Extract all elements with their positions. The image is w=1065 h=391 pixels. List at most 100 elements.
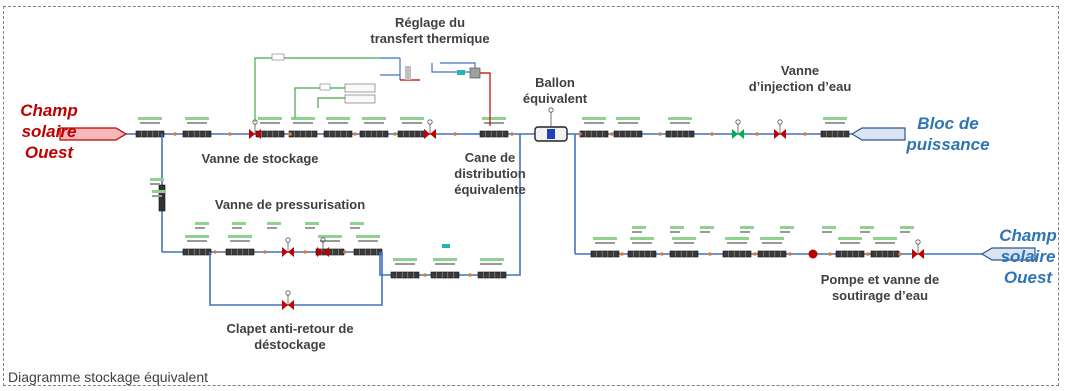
- junction-dot: [708, 252, 712, 256]
- annotation-tag: [670, 226, 684, 229]
- junction-dot: [213, 250, 217, 254]
- pressurisation-valve-label: Vanne de pressurisation: [214, 197, 366, 212]
- check-valve-label: Clapet anti-retour de déstockage: [226, 321, 354, 352]
- junction-dot: [288, 132, 292, 136]
- junction-dot: [660, 252, 664, 256]
- annotation-tag: [632, 231, 642, 233]
- valve-actuator: [285, 237, 291, 243]
- pipe-module: [820, 117, 850, 138]
- control-node: [405, 66, 411, 80]
- pipe-module: [182, 117, 212, 138]
- control-line: [317, 97, 345, 108]
- junction-dot: [353, 132, 357, 136]
- valve-actuator: [915, 239, 921, 245]
- pipe-module: [835, 237, 865, 258]
- junction-dot: [303, 250, 307, 254]
- valve-half: [249, 129, 255, 139]
- pump: [808, 249, 818, 259]
- valve-half: [738, 129, 744, 139]
- valve-half: [282, 300, 288, 310]
- tank-sensor: [548, 107, 554, 113]
- annotation-tag: [780, 231, 790, 233]
- annotation-tag: [632, 226, 646, 229]
- junction-dot: [453, 132, 457, 136]
- pipe-module: [627, 237, 657, 258]
- annotation-tag: [740, 231, 750, 233]
- annotation-tag: [150, 178, 164, 181]
- junction-dot: [755, 132, 759, 136]
- junction-dot: [753, 252, 757, 256]
- junction-dot: [510, 132, 514, 136]
- junction-dot: [866, 252, 870, 256]
- junction-dot: [803, 132, 807, 136]
- annotation-tag: [440, 263, 450, 265]
- pipe-module: [359, 117, 389, 138]
- annotation-tag: [860, 226, 874, 229]
- junction-dot: [658, 132, 662, 136]
- junction-dot: [578, 132, 582, 136]
- annotation-tag: [670, 231, 680, 233]
- equivalent-tank-label: Ballon équivalent: [522, 75, 588, 106]
- annotation-tag: [195, 222, 209, 225]
- junction-dot: [343, 250, 347, 254]
- controller-block: [319, 83, 331, 91]
- pipe-module: [669, 237, 699, 258]
- control-line: [254, 57, 380, 122]
- junction-dot: [620, 252, 624, 256]
- pipe-module: [397, 117, 427, 138]
- controller-block: [344, 94, 376, 104]
- annotation-tag: [900, 231, 910, 233]
- pipe-module: [613, 117, 643, 138]
- annotation-tag: [350, 222, 364, 225]
- annotation-tag: [900, 226, 914, 229]
- annotation-tag: [152, 195, 162, 197]
- junction-dot: [393, 132, 397, 136]
- valve-half: [780, 129, 786, 139]
- heat-transfer-block: [469, 67, 481, 79]
- inlet-arrow: [59, 127, 128, 141]
- annotation-tag: [267, 227, 277, 229]
- valve-half: [317, 247, 323, 257]
- junction-dot: [610, 132, 614, 136]
- pipe-segment: [209, 252, 383, 306]
- pipe-module: [665, 117, 695, 138]
- diagram-caption: Diagramme stockage équivalent: [8, 369, 208, 385]
- valve-half: [424, 129, 430, 139]
- junction-dot: [228, 132, 232, 136]
- valve-actuator: [427, 119, 433, 125]
- valve-half: [774, 129, 780, 139]
- left-solar-field-label: Champ solaire Ouest: [20, 101, 78, 162]
- pipe-module: [579, 117, 609, 138]
- annotation-tag: [480, 258, 494, 261]
- pipe-module: [390, 258, 420, 279]
- pipe-module: [288, 117, 318, 138]
- annotation-tag: [305, 227, 315, 229]
- pipe-module: [353, 235, 383, 256]
- junction-dot: [173, 132, 177, 136]
- annotation-tag: [195, 227, 205, 229]
- annotation-tag: [150, 183, 160, 185]
- valve-actuator: [285, 290, 291, 296]
- annotation-tag: [700, 231, 710, 233]
- outlet-arrow: [850, 127, 906, 141]
- annotation-tag: [350, 227, 360, 229]
- annotation-tag: [480, 263, 490, 265]
- pipe-module: [590, 237, 620, 258]
- pipe-module: [323, 117, 353, 138]
- annotation-tag: [860, 231, 870, 233]
- pipe-module: [182, 235, 212, 256]
- control-line: [480, 72, 491, 126]
- valve-half: [323, 247, 329, 257]
- valve-half: [288, 247, 294, 257]
- valve-actuator: [320, 237, 326, 243]
- pipe-module: [870, 237, 900, 258]
- annotation-tag: [822, 231, 832, 233]
- junction-dot: [898, 252, 902, 256]
- sensor-mini: [442, 244, 450, 248]
- annotation-tag: [152, 190, 166, 193]
- control-line: [294, 87, 345, 118]
- valve-half: [912, 249, 918, 259]
- junction-dot: [710, 132, 714, 136]
